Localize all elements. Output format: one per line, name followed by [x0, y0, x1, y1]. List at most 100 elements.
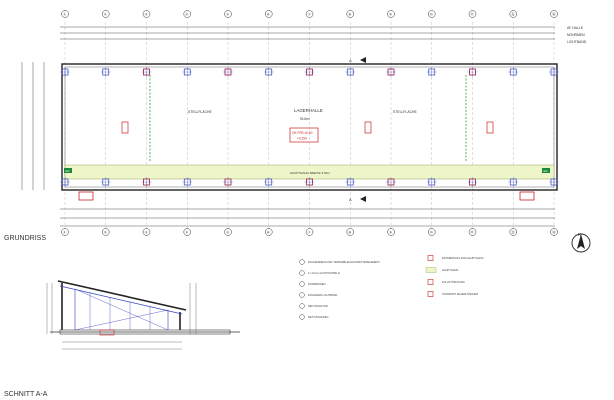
grid-axis-label: ③: [145, 13, 149, 17]
grid-axis-label: ⑤: [226, 13, 230, 17]
grid-axis-marker: [550, 10, 558, 18]
roof-light: [143, 178, 150, 186]
title-line-3: LICHTBAND: [567, 40, 587, 44]
grid-axis-marker-bottom: [468, 228, 477, 236]
roof-light: [143, 68, 150, 76]
grid-axis-marker: [102, 10, 110, 18]
grid-axis-label-bottom: ⑦: [308, 231, 312, 235]
grid-axis-marker-bottom: [142, 228, 151, 236]
roof-light: [224, 68, 232, 76]
grid-axis-label: ①: [63, 13, 67, 17]
grid-axis-label: ⑩: [430, 13, 434, 17]
legend-symbol: [299, 281, 305, 287]
roof-light: [387, 178, 395, 186]
grid-axis-label-bottom: ⑬: [552, 230, 556, 235]
legend-item-left: DACHEINDECKUNG TRAPEZBLECHKASSETTENELEME…: [308, 260, 380, 264]
grid-axis-marker-bottom: [265, 228, 273, 236]
section-marker-bottom: A: [349, 196, 366, 202]
grid-axis-label: ⑦: [308, 13, 312, 17]
grid-axis-marker: [224, 10, 232, 18]
grid-axis-marker: [387, 10, 395, 18]
legend-item-left: 4 x 10mm LICHTKUPPELN: [308, 271, 340, 275]
grid-axis-label-bottom: ⑩: [430, 231, 434, 235]
legend-symbol: [425, 267, 437, 273]
grid-axis-label-bottom: ①: [63, 231, 67, 235]
grid-axis-label-bottom: ④: [185, 231, 189, 235]
grid-axis-label: ⑥: [267, 13, 271, 17]
legend-symbol: [299, 259, 305, 265]
grid-axis-label: ④: [185, 13, 189, 17]
grid-axis-marker-bottom: [61, 228, 69, 236]
legend-symbol: [427, 255, 434, 261]
grid-axis-marker: [183, 10, 191, 18]
legend-item-left: RUNDRINNEN: [308, 282, 326, 286]
grid-axis-label-bottom: ⑥: [267, 231, 271, 235]
legend-symbol: [427, 291, 434, 297]
hall-name: LAGERHALLE: [294, 108, 323, 113]
grid-axis-marker-bottom: [102, 228, 110, 236]
grid-axis-marker-bottom: [387, 228, 395, 236]
grid-axis-marker: [305, 10, 314, 18]
svg-text:N: N: [578, 232, 581, 237]
section-drawing: [46, 280, 240, 350]
svg-text:A: A: [349, 58, 352, 63]
grid-axis-label-bottom: ③: [145, 231, 149, 235]
grid-axis-marker: [265, 10, 273, 18]
grid-axis-label-bottom: ⑪: [471, 230, 475, 235]
grid-axis-label: ⑧: [348, 13, 352, 17]
grid-axis-label-bottom: ⑨: [389, 231, 393, 235]
grid-axis-label: ②: [104, 13, 108, 17]
legend: DACHEINDECKUNG TRAPEZBLECHKASSETTENELEME…: [299, 255, 484, 320]
aisle-label: HAUPTGANG BREITE 3.50m: [290, 171, 330, 175]
legend-item-right: STANDORT FEUERLÖSCHER: [442, 292, 478, 296]
level-line-2: +0.254: [297, 137, 307, 141]
exit-sign-left: EX: [64, 168, 72, 173]
section-title: SCHNITT A-A: [4, 391, 48, 398]
grid-axis-label-bottom: ②: [104, 231, 108, 235]
grid-axis-marker: [61, 10, 69, 18]
legend-item-left: RETTUNGSWEG: [308, 315, 328, 319]
interior-fixtures: [121, 121, 494, 134]
grid-axis-marker-bottom: [428, 228, 436, 236]
svg-text:EX: EX: [544, 169, 548, 173]
hall-area: 910m²: [300, 117, 310, 121]
section-marker-top: A: [349, 57, 366, 63]
grid-axis-label: ⑪: [471, 12, 475, 17]
north-arrow: N: [571, 232, 591, 253]
grid-axis-label: ⑬: [552, 12, 556, 17]
floor-plan-title: GRUNDRISS: [4, 235, 46, 242]
grid-axis-label-bottom: ⑫: [511, 230, 515, 235]
roof-light: [469, 68, 476, 76]
left-dimension-chain: [21, 62, 45, 190]
grid-axis-label-bottom: ⑧: [348, 231, 352, 235]
roof-light: [224, 178, 232, 186]
title-block: AF HALLE NOHRMEN LICHTBAND: [567, 26, 587, 44]
bottom-dimension-chain: [60, 208, 555, 227]
svg-text:EX: EX: [66, 169, 70, 173]
grid-axis-label: ⑫: [511, 12, 515, 17]
exit-sign-right: EX: [542, 168, 550, 173]
grid-axis-marker-bottom: [550, 228, 558, 236]
title-line-2: NOHRMEN: [567, 33, 585, 37]
grid-axis-label-bottom: ⑤: [226, 231, 230, 235]
grid-axis-marker: [468, 10, 477, 18]
grid-axis-marker-bottom: [509, 228, 517, 236]
roof-light: [387, 68, 395, 76]
entrance-doors: [78, 191, 535, 201]
legend-symbol: [427, 279, 434, 285]
parking-left-label: STELLFLÄCHE: [188, 110, 212, 114]
grid-axis-marker-bottom: [305, 228, 314, 236]
legend-symbol: [299, 314, 305, 320]
legend-symbol: [299, 270, 305, 276]
grid-axis-marker: [428, 10, 436, 18]
top-dimension-chain: [60, 26, 555, 40]
title-line-1: AF HALLE: [567, 26, 584, 30]
legend-item-right: HAUPTGANG: [442, 268, 458, 272]
roof-light: [469, 178, 476, 186]
escape-route-lines: [149, 75, 467, 162]
legend-symbol: [299, 303, 305, 309]
legend-symbol: [299, 292, 305, 298]
grid-axis-marker: [509, 10, 517, 18]
